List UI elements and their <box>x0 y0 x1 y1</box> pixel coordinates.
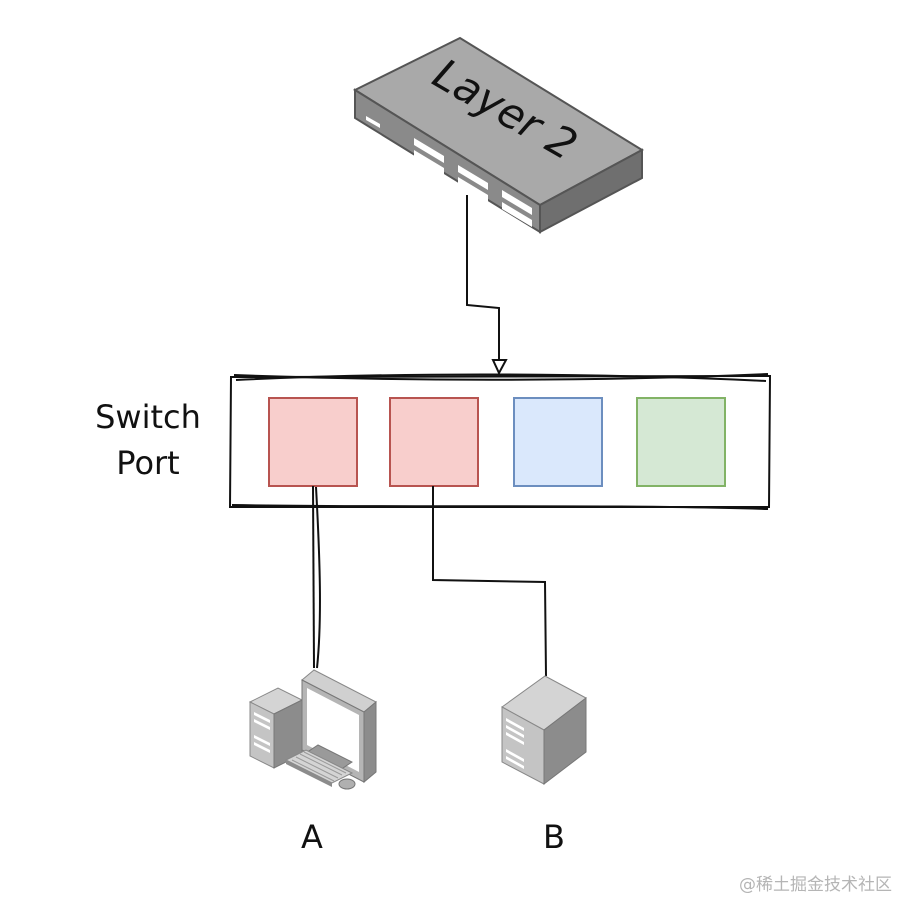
port-3 <box>513 397 603 487</box>
watermark: @稀土掘金技术社区 <box>739 875 892 895</box>
desktop-computer-icon <box>248 669 377 790</box>
port-1 <box>268 397 358 487</box>
port-2 <box>389 397 479 487</box>
port-4 <box>636 397 726 487</box>
host-b-label: B <box>543 818 565 856</box>
layer2-switch-icon: Layer 2 <box>352 36 645 234</box>
switch-uplink-wire <box>466 195 500 362</box>
host-a-label: A <box>301 818 323 856</box>
port-group-label-line1: Switch <box>95 398 201 436</box>
server-tower-icon <box>501 675 587 786</box>
switch-port-group <box>228 373 772 510</box>
wire-port2-to-host-b <box>432 486 547 677</box>
uplink-arrow-icon <box>491 359 508 376</box>
wire-port1-to-host-a <box>312 485 321 669</box>
port-group-label-line2: Port <box>116 444 179 482</box>
